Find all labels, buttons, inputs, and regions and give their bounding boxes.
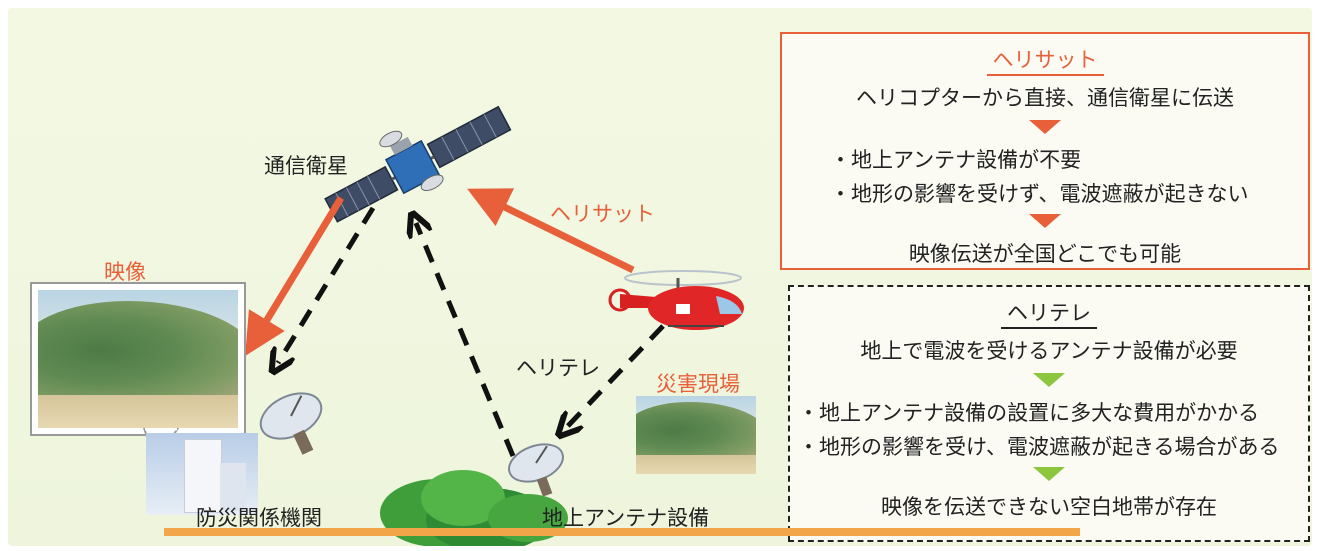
ground-line	[164, 528, 1080, 536]
helicopter-icon	[608, 270, 744, 330]
helitele-label: ヘリテレ	[516, 356, 600, 380]
helitele-box-bullet1: ・地上アンテナ設備の設置に多大な費用がかかる	[798, 401, 1260, 425]
arrow-helicopter-to-satellite	[467, 188, 635, 274]
diagram-canvas: 通信衛星 映像 ヘリサット ヘリテレ 災害現場 防災関係機関 地上アンテナ設備 …	[8, 8, 1312, 546]
down-triangle-icon	[1029, 214, 1061, 228]
arrow-antenna-to-satellite	[416, 223, 516, 457]
helisat-box-bullet1: ・地上アンテナ設備が不要	[830, 148, 1082, 172]
helitele-box-result: 映像を伝送できない空白地帯が存在	[881, 495, 1217, 519]
agency-dish-icon	[259, 392, 323, 455]
video-frame	[30, 282, 246, 436]
helisat-box-bullet2: ・地形の影響を受けず、電波遮蔽が起きない	[830, 182, 1249, 206]
down-triangle-icon	[1033, 373, 1065, 387]
arrow-satellite-to-agency	[278, 206, 376, 363]
video-photo	[38, 290, 238, 428]
helitele-info-box: ヘリテレ 地上で電波を受けるアンテナ設備が必要 ・地上アンテナ設備の設置に多大な…	[788, 285, 1310, 542]
agency-building-icon	[146, 433, 258, 515]
arrow-satellite-to-video	[245, 196, 344, 356]
helitele-box-line1: 地上で電波を受けるアンテナ設備が必要	[860, 339, 1238, 363]
helisat-box-title: ヘリサット	[782, 44, 1308, 76]
helisat-info-box: ヘリサット ヘリコプターから直接、通信衛星に伝送 ・地上アンテナ設備が不要 ・地…	[780, 32, 1310, 270]
ground-antenna-label: 地上アンテナ設備	[542, 506, 710, 530]
helisat-box-result: 映像伝送が全国どこでも可能	[908, 242, 1182, 266]
helitele-box-title: ヘリテレ	[790, 297, 1308, 329]
arrow-helicopter-to-antenna	[566, 324, 665, 428]
satellite-label: 通信衛星	[264, 154, 348, 178]
helitele-box-bullet2: ・地形の影響を受け、電波遮蔽が起きる場合がある	[798, 435, 1280, 459]
down-triangle-icon	[1029, 120, 1061, 134]
ground-antenna-icon	[508, 443, 564, 497]
disaster-site-photo	[636, 396, 756, 474]
helisat-box-line1: ヘリコプターから直接、通信衛星に伝送	[856, 86, 1234, 110]
helisat-label: ヘリサット	[550, 202, 655, 226]
scene-graphics	[245, 105, 744, 546]
down-triangle-icon	[1033, 467, 1065, 481]
helisat-route	[245, 188, 635, 356]
agency-label: 防災関係機関	[196, 506, 322, 530]
disaster-site-label: 災害現場	[656, 372, 740, 396]
helitele-route	[278, 206, 665, 457]
satellite-icon	[324, 105, 512, 223]
video-label: 映像	[104, 260, 146, 284]
